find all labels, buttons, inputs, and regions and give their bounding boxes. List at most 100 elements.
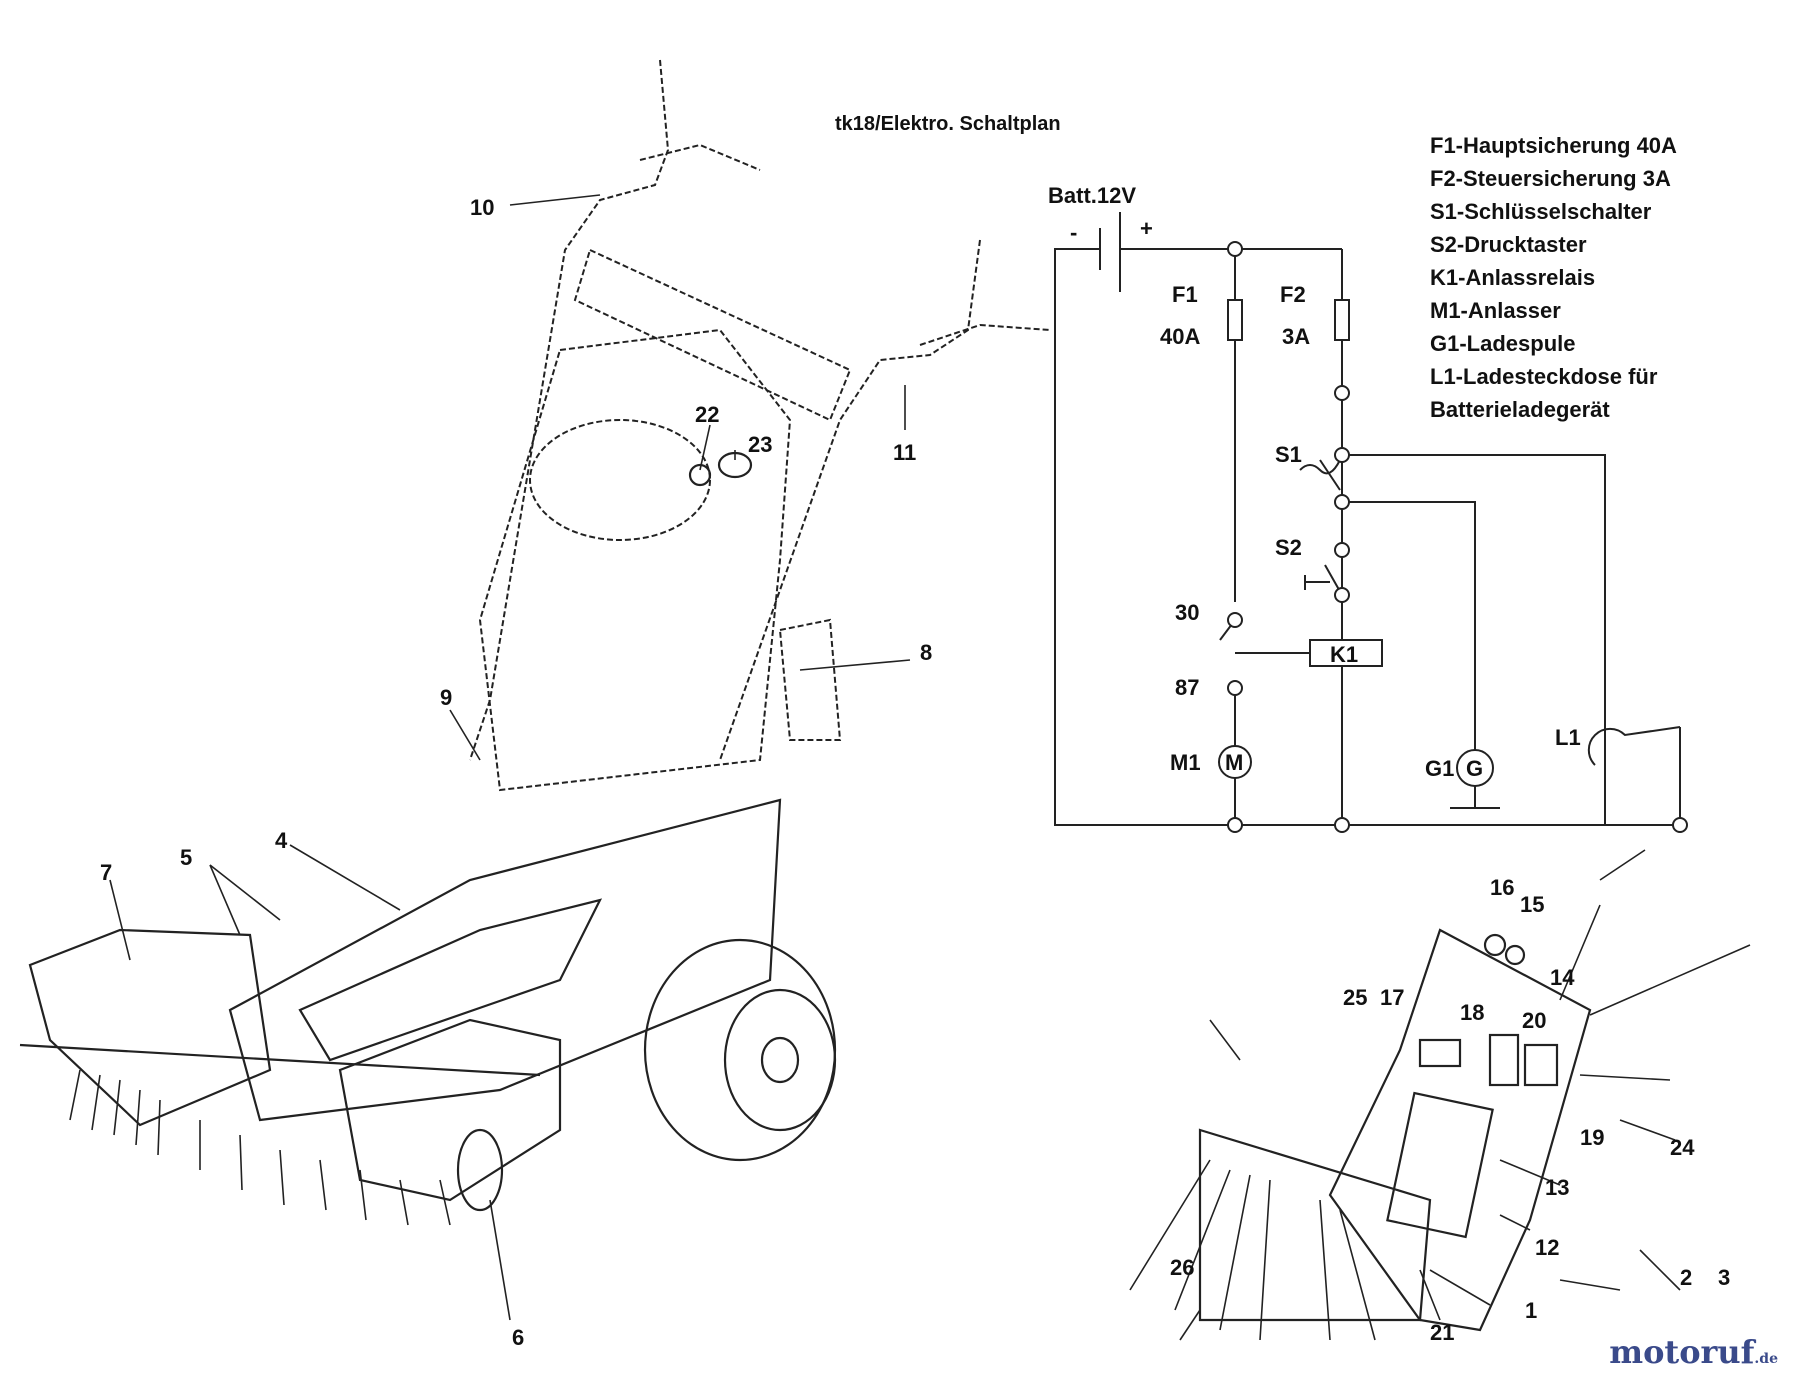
fuse-f2 [1334,299,1350,341]
motor-m1-label: M1 [1170,750,1201,775]
part-number-18: 18 [1460,1000,1484,1025]
watermark-suffix: .de [1754,1351,1778,1367]
s1-to-g1-wire [1342,501,1476,760]
frame-plate [298,898,603,1062]
brush-guard-left [28,928,272,1127]
generator-g1-glyph: G [1466,756,1483,781]
part-22-shape [688,463,712,487]
part-number-4: 4 [275,828,288,853]
terminal-87-label: 87 [1175,675,1199,700]
leader-lines-right [1129,849,1751,1341]
fuse-f1-rating: 40A [1160,324,1200,349]
part-number-12: 12 [1535,1235,1559,1260]
terminal-nodes [1227,241,1688,833]
generator-ground [1450,786,1500,809]
part-number-23: 23 [748,432,772,457]
part-number-11: 11 [893,440,916,465]
battery-plus: + [1140,216,1153,241]
wheel-tire [643,938,837,1162]
wheel-rim [723,988,837,1132]
motor-m1-glyph: M [1225,750,1243,775]
part-number-21: 21 [1430,1320,1454,1345]
terminal-30-label: 30 [1175,600,1199,625]
part-number-7: 7 [100,860,112,885]
handle-right-tube [719,239,981,761]
part-number-3: 3 [1718,1265,1730,1290]
relay-k1-label: K1 [1330,642,1358,667]
part-number-10: 10 [470,195,494,220]
generator-g1-label: G1 [1425,756,1454,781]
legend-m1: M1-Anlasser [1430,298,1561,323]
part-number-19: 19 [1580,1125,1604,1150]
part-number-14: 14 [1550,965,1575,990]
grip-right [919,323,1051,346]
part-number-5: 5 [180,845,192,870]
brush-bar [19,1043,541,1077]
circuit-schematic: Batt.12V - + F1 40A F2 3A S1 S2 K1 30 87 [1048,183,1688,833]
legend-g1: G1-Ladespule [1430,331,1575,356]
handle-crossbar [573,248,852,422]
part-number-6: 6 [512,1325,524,1350]
socket-l1-symbol [1587,726,1681,766]
part-number-25: 25 [1343,985,1367,1010]
panel-relay [1418,1038,1462,1068]
panel-connector [1523,1043,1559,1087]
watermark-main: motoruf [1609,1333,1755,1371]
brush-guard-right [338,1018,562,1202]
fuse-f2-label: F2 [1280,282,1306,307]
brush-end-disc [456,1128,504,1212]
handle-left-tube [469,59,670,761]
brush-bristles [69,1069,451,1226]
ground-bus-wire [1054,248,1681,826]
legend-s1: S1-Schlüsselschalter [1430,199,1652,224]
part-number-13: 13 [1545,1175,1569,1200]
part-labels-right: 16 15 14 25 17 18 20 19 24 13 12 2 3 1 2… [1170,875,1730,1345]
engine-tank [529,419,711,541]
engine-block [478,328,792,792]
schematic-title: tk18/Elektro. Schaltplan [835,113,1061,135]
part-number-22: 22 [695,402,719,427]
engine-cover [778,618,842,741]
switch-s1-symbol [1299,459,1341,491]
part-number-1: 1 [1525,1298,1537,1323]
panel-screws-leaders [1129,1159,1376,1341]
battery-minus: - [1070,220,1077,245]
panel-fuse-holder [1488,1033,1520,1087]
panel-tray [1198,1128,1432,1322]
legend-s2: S2-Drucktaster [1430,232,1587,257]
control-panel-assembly [1198,928,1592,1332]
legend-l1-cont: Batterieladegerät [1430,397,1610,422]
legend-l1: L1-Ladesteckdose für [1430,364,1658,389]
fuse-f2-rating: 3A [1282,324,1310,349]
relay-k1-coil [1309,639,1383,667]
socket-l1-label: L1 [1555,725,1581,750]
part-number-26: 26 [1170,1255,1194,1280]
part-labels-left: 10 11 22 23 8 9 4 5 7 6 [100,195,932,1350]
part-number-17: 17 [1380,985,1404,1010]
sweeper-machine [19,59,1051,1226]
part-number-8: 8 [920,640,932,665]
panel-bracket [1328,928,1592,1332]
part-number-2: 2 [1680,1265,1692,1290]
switch-s1-label: S1 [1275,442,1302,467]
fuse-f1-label: F1 [1172,282,1198,307]
legend-f1: F1-Hauptsicherung 40A [1430,133,1677,158]
grip-left [639,143,761,171]
panel-battery-box [1386,1091,1494,1239]
part-number-20: 20 [1522,1008,1546,1033]
legend: F1-Hauptsicherung 40A F2-Steuersicherung… [1430,133,1677,422]
chassis-frame [228,798,782,1122]
fuse-f1 [1227,299,1243,341]
wheel-hub [760,1036,800,1084]
part-number-15: 15 [1520,892,1544,917]
switch-s2-label: S2 [1275,535,1302,560]
part-number-24: 24 [1670,1135,1695,1160]
part-number-16: 16 [1490,875,1514,900]
motor-m1-symbol [1218,745,1252,779]
battery-label: Batt.12V [1048,183,1136,208]
leader-lines-left [109,194,911,1321]
s1-to-l1-wire [1342,454,1606,825]
watermark-logo: motoruf.de [1609,1333,1778,1371]
legend-k1: K1-Anlassrelais [1430,265,1595,290]
